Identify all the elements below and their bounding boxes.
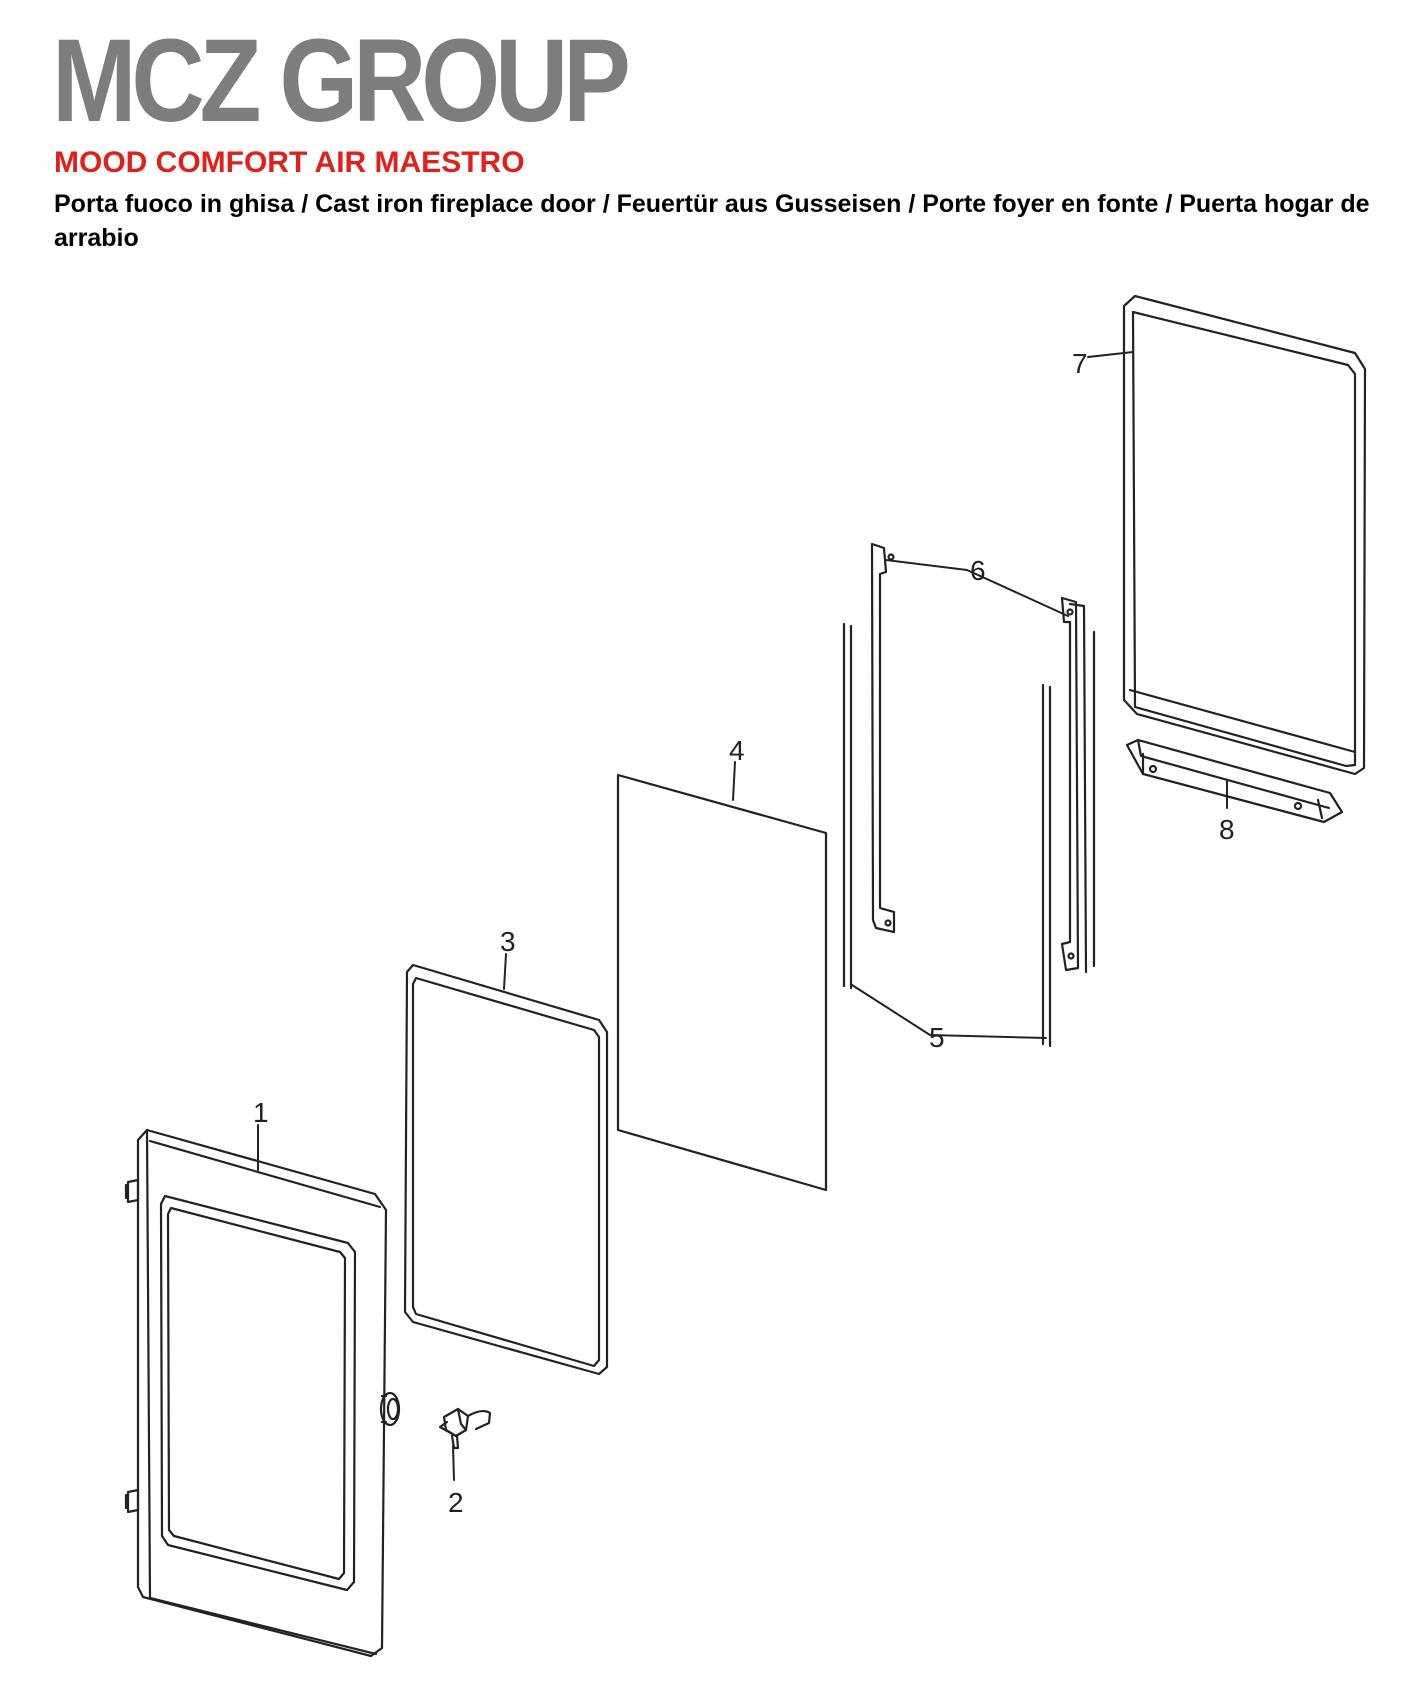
part-2-latch — [438, 1407, 492, 1450]
brand-logo: MCZ GROUP — [52, 15, 631, 147]
callout-3: 3 — [500, 926, 516, 957]
callout-8: 8 — [1219, 814, 1235, 845]
part-description: Porta fuoco in ghisa / Cast iron firepla… — [54, 190, 1370, 252]
part-3-gasket — [403, 963, 609, 1376]
callout-5: 5 — [929, 1022, 945, 1053]
part-8-bracket — [1125, 738, 1344, 824]
model-title: MOOD COMFORT AIR MAESTRO — [54, 146, 525, 179]
callout-7: 7 — [1072, 348, 1088, 379]
callout-labels: 1 2 3 4 5 6 7 8 — [253, 348, 1235, 1518]
callout-6: 6 — [970, 555, 986, 586]
callout-2: 2 — [448, 1487, 464, 1518]
callout-1: 1 — [253, 1097, 269, 1128]
part-6-retainers — [870, 542, 1096, 974]
callout-4: 4 — [729, 735, 745, 766]
leader-lines — [257, 351, 1228, 1481]
part-5-seals — [842, 622, 1052, 1048]
part-7-outer-frame — [1122, 294, 1367, 776]
part-1-door-frame — [124, 1128, 401, 1658]
part-4-glass — [616, 773, 828, 1192]
